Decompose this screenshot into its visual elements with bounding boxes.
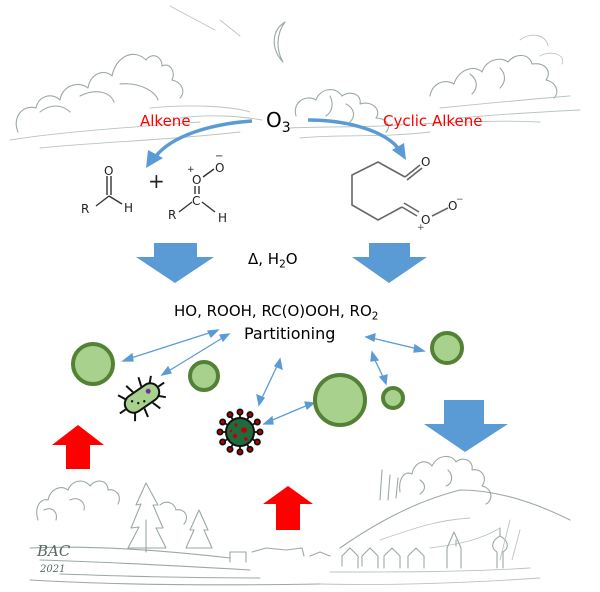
charge-plus: + [417, 223, 425, 233]
oxidant-species-label: HO, ROOH, RC(O)OOH, RO2 [174, 302, 379, 323]
aldehyde-structure: R O H [81, 164, 133, 216]
atom-r: R [168, 208, 176, 222]
virus-spike-tip [219, 418, 227, 426]
atom-o: O [215, 161, 224, 175]
hill [339, 489, 571, 549]
cloud-right [429, 54, 558, 99]
species-text: HO, ROOH, RC(O)OOH, RO [174, 302, 372, 320]
atom-o: O [192, 173, 201, 187]
aerosol-particle-icon [381, 386, 405, 410]
virus-spike-tip [236, 408, 244, 416]
atom-h: H [124, 201, 133, 215]
virus-icon [216, 408, 264, 456]
pine-tree [185, 509, 213, 549]
cloud-left [15, 53, 184, 133]
up-arrow-icon [52, 425, 104, 469]
landscape-sketch: BAC 2021 [29, 455, 571, 586]
virus-spike-tip [253, 418, 261, 426]
atom-o: O [448, 199, 457, 213]
cloud-middle [294, 89, 389, 133]
cyclic-product-structure: O O O + − [351, 155, 464, 233]
atom-o: O [421, 213, 430, 227]
species-subscript: 2 [371, 310, 379, 323]
ozone-symbol: O [266, 108, 282, 132]
virus-spike-tip [256, 428, 264, 436]
partitioning-arrows [121, 329, 426, 425]
conditions-label: Δ, H2O [248, 250, 298, 271]
charge-minus: − [456, 195, 464, 205]
down-arrow-icon [352, 243, 427, 283]
virus-spike-tip [253, 438, 261, 446]
atom-o: O [104, 164, 113, 178]
virus-spike-tip [246, 411, 254, 419]
virus-spike-tip [236, 448, 244, 456]
tree-cluster-left [36, 480, 120, 521]
pine-tree [127, 482, 167, 553]
aerosol-particle-icon [430, 331, 464, 365]
atom-r: R [81, 202, 89, 216]
down-arrow-icon [136, 243, 214, 283]
ozonolysis-arrows [146, 118, 406, 168]
charge-minus: − [215, 151, 223, 162]
arrowhead-right [392, 143, 406, 160]
signature-year: 2021 [39, 564, 65, 575]
double-arrow [121, 329, 220, 362]
up-arrow-icon [263, 486, 313, 530]
ozone-label: O3 [266, 108, 291, 135]
aerosol-particle-icon [313, 373, 367, 427]
partitioning-label: Partitioning [244, 324, 336, 343]
charge-plus: + [187, 165, 195, 175]
atom-c: C [192, 194, 200, 208]
ozone-subscript: 3 [281, 119, 291, 136]
virus-spike-tip [226, 445, 234, 453]
conditions-subscript: 2 [279, 258, 286, 271]
aerosol-particle-icon [71, 342, 115, 386]
double-arrow [262, 401, 316, 425]
onion-dome [492, 527, 508, 569]
crescent-moon-icon [273, 21, 286, 63]
tree-cluster-right [399, 455, 492, 505]
cyclic-alkene-pathway-arrow [307, 118, 400, 150]
arrowhead-left [146, 150, 163, 168]
atom-o: O [421, 155, 430, 169]
village [229, 547, 331, 563]
criegee-intermediate-structure: O O C R H + − [168, 151, 227, 225]
aerosol-particle-icon [188, 360, 220, 392]
virus-spike-tip [216, 428, 224, 436]
virus-spike-tip [226, 411, 234, 419]
atom-h: H [218, 211, 227, 225]
down-arrow-icon [424, 400, 508, 452]
double-arrow [364, 333, 426, 353]
conditions-suffix: O [285, 250, 298, 268]
virus-spike-tip [246, 445, 254, 453]
sky-sketch [9, 5, 581, 149]
bacterium-icon [117, 375, 167, 422]
double-arrow [160, 333, 231, 377]
plus-sign: + [148, 169, 165, 193]
alkene-pathway-arrow [154, 119, 253, 158]
aerosol-particles [71, 331, 464, 427]
cyclic-alkene-label: Cyclic Alkene [383, 112, 483, 130]
alkene-label: Alkene [140, 112, 191, 130]
church-spire [446, 531, 462, 569]
virus-spike-tip [219, 438, 227, 446]
conditions-text: Δ, H [248, 250, 280, 268]
signature-initials: BAC [36, 542, 71, 560]
double-arrow [256, 357, 283, 407]
double-arrow [370, 350, 388, 386]
